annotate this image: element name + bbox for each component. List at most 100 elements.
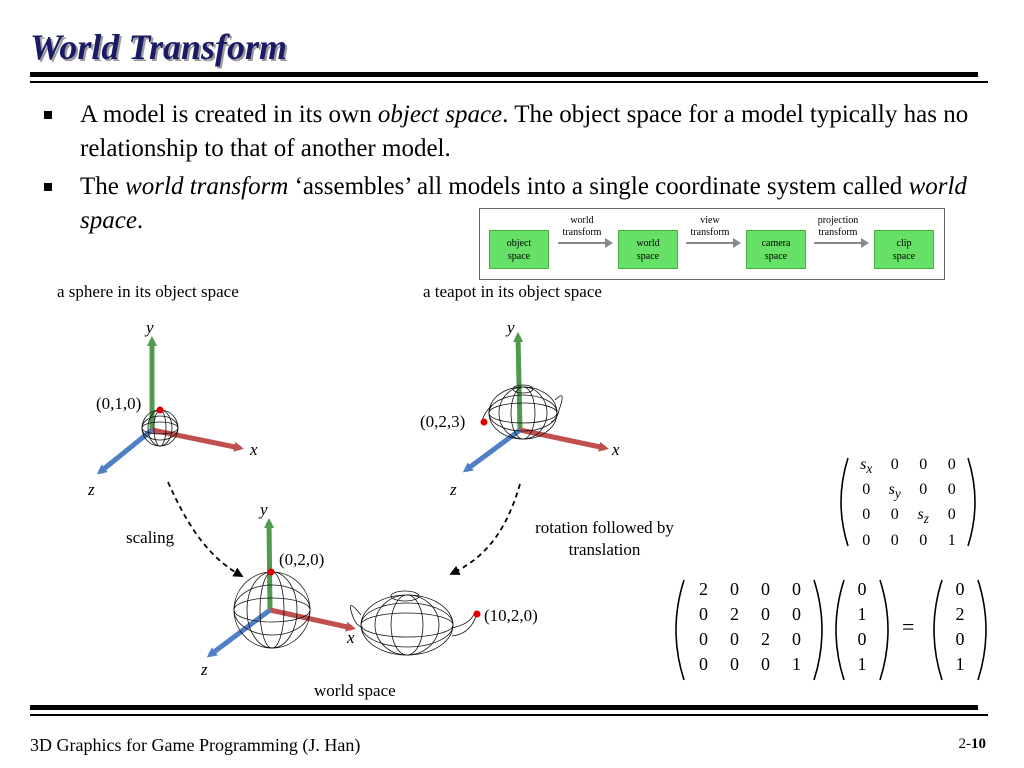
bullet-list: A model is created in its own object spa… bbox=[40, 98, 970, 242]
vector-cell: 1 bbox=[857, 654, 867, 674]
pipeline-box-world-space: world space bbox=[618, 230, 678, 269]
z-axis-label: z bbox=[450, 480, 457, 499]
matrix-cell: 0 bbox=[947, 456, 956, 473]
page-prefix: 2- bbox=[958, 736, 972, 752]
world-sphere-point-label: (0,2,0) bbox=[279, 550, 325, 569]
matrix-cell: 0 bbox=[761, 604, 770, 624]
matrix-cell: 2 bbox=[761, 629, 770, 649]
matrix-cell: 0 bbox=[699, 604, 708, 624]
bottom-rule-thin bbox=[30, 714, 988, 716]
matrix-cell: 0 bbox=[730, 654, 739, 674]
pipeline-arrow-icon bbox=[686, 238, 741, 248]
pipeline-label-view-transform: view transform bbox=[690, 215, 730, 238]
world-teapot-point-label: (10,2,0) bbox=[484, 606, 538, 625]
matrix-cell: 0 bbox=[862, 506, 871, 524]
pipeline-box-label: object space bbox=[506, 237, 532, 262]
example-matrix-brackets bbox=[675, 579, 987, 681]
bullet-text: . The object space for a model typically… bbox=[80, 101, 969, 162]
top-rule bbox=[30, 72, 978, 77]
point-marker bbox=[473, 610, 481, 618]
bullet-text: The bbox=[80, 173, 126, 200]
z-axis-label: z bbox=[88, 480, 95, 499]
point-marker bbox=[480, 418, 488, 426]
equals-sign: = bbox=[902, 614, 915, 639]
matrix-cell: 2 bbox=[730, 604, 739, 624]
y-axis-label: y bbox=[260, 500, 268, 519]
matrix-cell: sx bbox=[860, 456, 873, 477]
pipeline-label-world-transform: world transform bbox=[562, 215, 602, 238]
matrix-cell: 0 bbox=[919, 481, 928, 499]
x-axis-label: x bbox=[250, 440, 258, 459]
bullet-square-icon bbox=[44, 183, 52, 191]
matrix-cell: 0 bbox=[699, 629, 708, 649]
scaling-label: scaling bbox=[126, 528, 175, 547]
pipeline-diagram: object space world space camera space cl… bbox=[479, 208, 945, 280]
matrix-cell: 0 bbox=[730, 579, 739, 599]
z-axis-label: z bbox=[201, 660, 208, 679]
page-num-bold: 10 bbox=[971, 736, 986, 752]
matrix-cell: 0 bbox=[792, 604, 801, 624]
matrix-cell: 0 bbox=[862, 531, 871, 549]
point-marker bbox=[267, 568, 275, 576]
bullet-item: A model is created in its own object spa… bbox=[40, 98, 970, 166]
scaling-arrow-icon bbox=[167, 481, 244, 577]
bullet-text: ‘assembles’ all models into a single coo… bbox=[288, 173, 909, 200]
bullet-emphasis: object space bbox=[377, 101, 503, 128]
point-marker bbox=[156, 406, 164, 414]
pipeline-box-clip-space: clip space bbox=[874, 230, 934, 269]
x-axis-label: x bbox=[347, 628, 355, 647]
page-number: 2-10 bbox=[959, 736, 987, 753]
matrix-cell: 0 bbox=[792, 629, 801, 649]
matrix-cell: 0 bbox=[947, 481, 956, 499]
matrix-cell: 0 bbox=[919, 456, 928, 473]
bullet-emphasis: world transform bbox=[125, 173, 289, 200]
vector-cell: 2 bbox=[955, 604, 965, 624]
teapot-point-label: (0,2,3) bbox=[420, 412, 466, 431]
footer-text: 3D Graphics for Game Programming (J. Han… bbox=[30, 735, 361, 755]
matrix-cell: 1 bbox=[947, 531, 956, 549]
bullet-item: The world transform ‘assembles’ all mode… bbox=[40, 170, 970, 238]
caption-world-space: world space bbox=[314, 681, 396, 700]
matrix-cell: 0 bbox=[919, 531, 928, 549]
sphere-wireframe-icon bbox=[141, 409, 179, 447]
matrix-cell: 0 bbox=[947, 506, 956, 524]
slide-title: World Transform bbox=[30, 27, 288, 67]
example-matrix: 2 0 0 0 0 2 0 0 0 0 2 0 0 0 0 1 bbox=[688, 578, 812, 675]
rotation-label: rotation followed by translation bbox=[535, 518, 674, 559]
matrix-cell: 0 bbox=[730, 629, 739, 649]
caption-sphere-object-space: a sphere in its object space bbox=[57, 282, 239, 301]
world-teapot-wireframe-icon bbox=[349, 590, 477, 656]
y-axis-label: y bbox=[146, 318, 154, 337]
teapot-object-space bbox=[462, 332, 609, 473]
world-space-scene bbox=[206, 518, 481, 658]
sphere-object-space bbox=[96, 336, 244, 475]
pipeline-label-projection-transform: projection transform bbox=[817, 215, 859, 238]
matrix-cell: 0 bbox=[890, 456, 899, 473]
pipeline-box-label: camera space bbox=[761, 237, 791, 262]
pipeline-arrow-icon bbox=[814, 238, 869, 248]
matrix-cell: 2 bbox=[699, 579, 708, 599]
vector-cell: 0 bbox=[857, 579, 867, 599]
matrix-cell: 1 bbox=[792, 654, 801, 674]
x-axis-label: x bbox=[612, 440, 620, 459]
matrix-cell: 0 bbox=[761, 579, 770, 599]
matrix-cell: 0 bbox=[890, 531, 899, 549]
matrix-cell: 0 bbox=[792, 579, 801, 599]
matrix-cell: sz bbox=[917, 506, 929, 527]
pipeline-box-label: clip space bbox=[892, 237, 916, 262]
top-rule-thin bbox=[30, 81, 988, 83]
matrix-cell: 0 bbox=[862, 481, 871, 499]
pipeline-box-object-space: object space bbox=[489, 230, 549, 269]
rotation-arrow-icon bbox=[449, 483, 521, 575]
pipeline-arrow-icon bbox=[558, 238, 613, 248]
vector-cell: 0 bbox=[955, 629, 965, 649]
y-axis-label: y bbox=[507, 318, 515, 337]
pipeline-box-camera-space: camera space bbox=[746, 230, 806, 269]
teapot-wireframe-icon bbox=[481, 384, 563, 440]
matrix-cell: 0 bbox=[761, 654, 770, 674]
vector-cell: 0 bbox=[857, 629, 867, 649]
matrix-cell: 0 bbox=[699, 654, 708, 674]
